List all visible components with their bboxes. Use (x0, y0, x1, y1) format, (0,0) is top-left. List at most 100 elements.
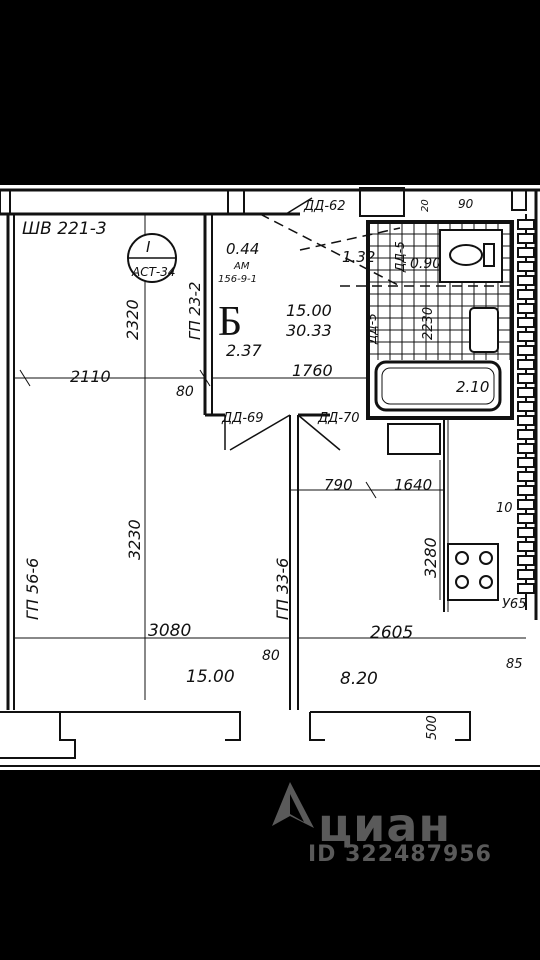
radiator-fin (517, 527, 535, 538)
area-wc: 0.90 (410, 256, 441, 272)
radiator-fin (517, 387, 535, 398)
room-letter: Б (218, 299, 242, 345)
dim-2230: 2230 (421, 307, 436, 340)
radiator-fin (517, 513, 535, 524)
dim-3280: 3280 (421, 537, 440, 578)
top-right-stub (511, 189, 527, 211)
dim-1760: 1760 (292, 361, 333, 380)
burner-icon (455, 551, 469, 565)
window-sill (0, 711, 76, 759)
door-wc-label: ДД-5 (393, 241, 407, 273)
top-left-stub (0, 189, 11, 215)
dimension-lines (14, 214, 526, 700)
dim-2320: 2320 (123, 299, 142, 340)
dim-90: 90 (458, 197, 474, 211)
door-leaf (297, 414, 341, 451)
top-vent-box (359, 187, 405, 217)
radiator-fin (517, 541, 535, 552)
dashed-line (299, 227, 401, 251)
tick (19, 369, 31, 387)
dim-20: 20 (420, 199, 431, 212)
radiator-fin (517, 345, 535, 356)
radiator-fin (517, 219, 535, 230)
area-corridor: 1.32 (342, 248, 375, 266)
cian-logo-icon (272, 782, 314, 828)
radiator-fin (517, 443, 535, 454)
window-sills (0, 711, 540, 767)
door-hall-label: ДД-69 (221, 411, 264, 426)
floor-plan: ШВ 221-3 I АСТ-34 Б 0.44 АМ 156-9-1 1.32… (0, 185, 540, 770)
area-kitchen: 8.20 (340, 669, 378, 689)
radiator-fin (517, 317, 535, 328)
door-swings (224, 197, 341, 451)
radiator-fin (517, 359, 535, 370)
dim-3080: 3080 (148, 621, 191, 641)
area-total-living: 15.00 (286, 301, 332, 320)
radiator-fin (517, 485, 535, 496)
radiator-fin (517, 401, 535, 412)
area-hall-small-note2: 156-9-1 (218, 274, 257, 285)
kitchen-sink-icon (387, 423, 441, 455)
area-bath: 2.10 (456, 378, 489, 396)
door-leaf (285, 197, 313, 215)
dashed-line (259, 213, 401, 287)
radiator-fin (517, 261, 535, 272)
radiator-fin (517, 569, 535, 580)
radiator-fin (517, 415, 535, 426)
dim-80a: 80 (176, 384, 194, 400)
window-sill (310, 711, 471, 741)
dim-790: 790 (324, 476, 353, 494)
dim-80b: 80 (262, 648, 280, 664)
radiator-fin (517, 331, 535, 342)
partition-mid-label: ГП 33-6 (273, 558, 292, 620)
radiator-fin (517, 289, 535, 300)
partition-left-label: ГП 23-2 (186, 282, 204, 340)
area-closet: 2.37 (226, 341, 262, 360)
partition-long-label: ГП 56-6 (23, 558, 42, 620)
top-stub-1 (227, 189, 245, 215)
floor-plan-drawing: ШВ 221-3 I АСТ-34 Б 0.44 АМ 156-9-1 1.32… (0, 187, 540, 767)
watermark-brand: циан (318, 798, 452, 852)
stove-burners (455, 551, 493, 589)
dim-10: 10 (496, 501, 513, 516)
door-leaf (229, 414, 291, 451)
radiator-fin (517, 499, 535, 510)
dim-2110: 2110 (70, 367, 111, 386)
dim-1640: 1640 (394, 476, 432, 494)
radiator-fin (517, 247, 535, 258)
radiator-fin (517, 555, 535, 566)
radiator-fin (517, 457, 535, 468)
dim-85: 85 (506, 657, 523, 672)
door-top-label: ДД-62 (303, 199, 346, 214)
radiator-fin (517, 275, 535, 286)
toilet-icon (449, 244, 483, 266)
washbasin-icon (469, 307, 499, 353)
window-sill (309, 712, 325, 741)
watermark-listing-id: ID 322487956 (308, 842, 492, 867)
section-code-label: АСТ-34 (131, 265, 176, 279)
bathtub-icon (374, 360, 502, 412)
radiator-fin (517, 373, 535, 384)
dim-3230: 3230 (125, 519, 144, 560)
radiator-fin (517, 583, 535, 594)
burner-icon (455, 575, 469, 589)
window-sill (60, 711, 241, 741)
radiator-fin (517, 429, 535, 440)
tick (365, 481, 377, 499)
bathtub-inner (381, 367, 495, 405)
dim-2605: 2605 (370, 623, 413, 643)
section-num-label: I (146, 238, 151, 256)
area-total: 30.33 (286, 321, 332, 340)
burner-icon (479, 575, 493, 589)
door-kitchen-label: ДД-70 (317, 411, 360, 426)
bathroom-block (366, 220, 514, 420)
tick (199, 369, 211, 387)
dim-y65: У65 (502, 597, 526, 612)
radiator-fin (517, 233, 535, 244)
wall-series-label: ШВ 221-3 (22, 219, 107, 239)
door-bath-label: ДД-5 (365, 313, 379, 345)
dim-500: 500 (425, 715, 440, 740)
toilet-tank-icon (483, 243, 495, 267)
dashed-guides (259, 213, 512, 287)
radiator-fin (517, 303, 535, 314)
